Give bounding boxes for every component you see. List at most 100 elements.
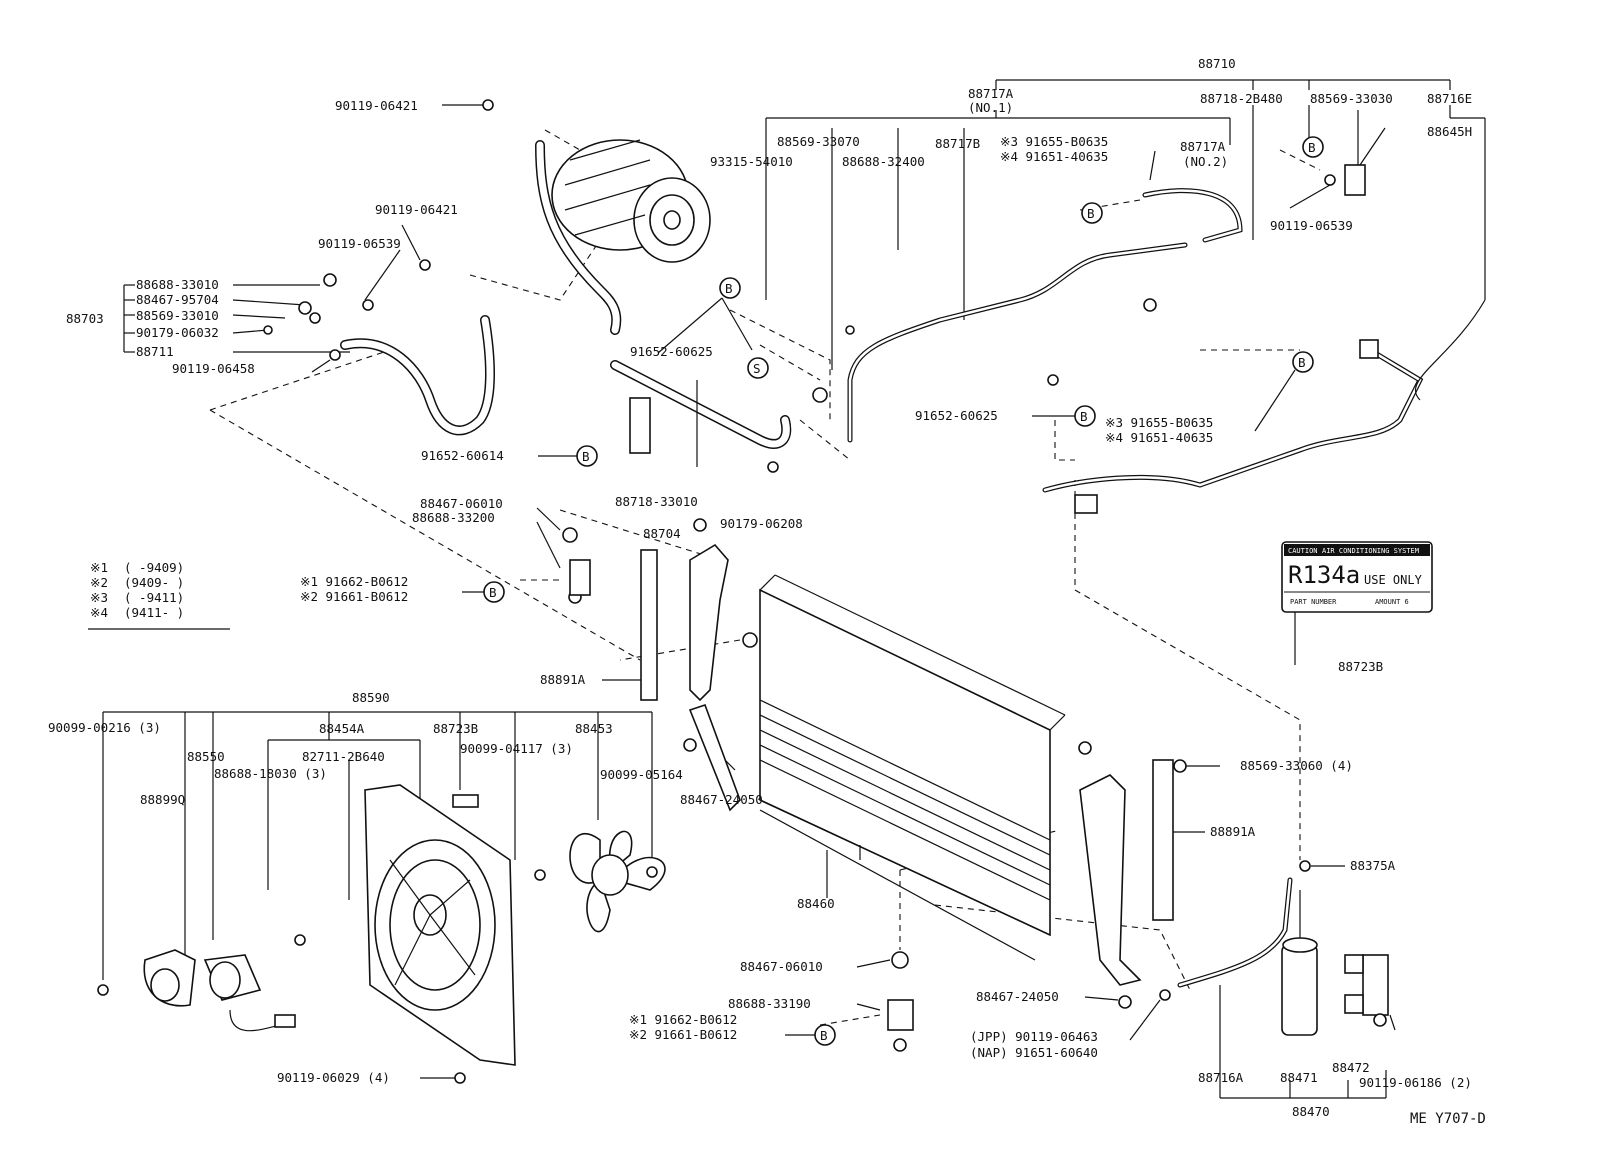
part-label: 88718-33010 <box>615 494 698 509</box>
part-label: 88718-2B480 <box>1200 91 1283 106</box>
compressor <box>551 139 711 263</box>
part-label: 88688-33200 <box>412 510 495 525</box>
part-label: 90119-06029 (4) <box>277 1070 390 1085</box>
leader-lines <box>311 104 1386 1079</box>
part-label: 88460 <box>797 896 835 911</box>
legend-range: ( -9411) <box>124 590 184 605</box>
part-label: 90119-06458 <box>172 361 255 376</box>
fan-assembly <box>143 784 666 1066</box>
svg-text:B: B <box>582 449 590 464</box>
part-label: 88471 <box>1280 1070 1318 1085</box>
part-label: 88717A <box>1180 139 1226 154</box>
part-label: 93315-54010 <box>710 154 793 169</box>
part-label: 88717B <box>935 136 980 151</box>
part-label: 90099-05164 <box>600 767 683 782</box>
part-label: 88899Q <box>140 792 185 807</box>
part-label: 88472 <box>1332 1060 1370 1075</box>
callout-b: B <box>719 277 741 299</box>
svg-text:B: B <box>1308 140 1316 155</box>
part-label: (NO.1) <box>968 100 1013 115</box>
part-label: 88467-24050 <box>976 989 1059 1004</box>
part-labels: 88710 88717A (NO.1) 88718-2B480 88569-33… <box>48 56 1486 1127</box>
part-label: 88710 <box>1198 56 1236 71</box>
diagram-id: ME Y707-D <box>1410 1111 1486 1127</box>
refrigerant-decal: CAUTION AIR CONDITIONING SYSTEM R134a US… <box>1281 541 1433 613</box>
fittings <box>97 99 1387 1084</box>
svg-text:USE ONLY: USE ONLY <box>1364 573 1423 587</box>
part-label: 88688-33190 <box>728 996 811 1011</box>
part-label: 88723B <box>1338 659 1383 674</box>
callout-b: B <box>1302 136 1324 158</box>
part-label: 88467-06010 <box>740 959 823 974</box>
svg-text:R134a: R134a <box>1288 561 1360 589</box>
part-label: 88569-33060 (4) <box>1240 758 1353 773</box>
svg-text:B: B <box>725 281 733 296</box>
part-label: 88375A <box>1350 858 1396 873</box>
receiver-dryer <box>1281 890 1396 1036</box>
part-label: 88467-95704 <box>136 292 219 307</box>
part-label: 82711-2B640 <box>302 749 385 764</box>
legend-mark: ※4 <box>90 605 108 620</box>
part-label: (NAP) 91651-60640 <box>970 1045 1098 1060</box>
part-label: ※4 91651-40635 <box>1000 149 1108 164</box>
part-label: 88723B <box>433 721 478 736</box>
part-label: 88717A <box>968 86 1014 101</box>
legend-range: ( -9409) <box>124 560 184 575</box>
bracket-88470 <box>1219 985 1387 1099</box>
callout-b: B <box>483 581 505 603</box>
callout-b: B <box>1081 202 1103 224</box>
part-label: 88467-06010 <box>420 496 503 511</box>
part-label: ※1 91662-B0612 <box>629 1012 737 1027</box>
bracket-88710 <box>765 79 1486 370</box>
legend-mark: ※2 <box>90 575 108 590</box>
part-label: 88590 <box>352 690 390 705</box>
part-label: 88688-33010 <box>136 277 219 292</box>
part-label: 90099-04117 (3) <box>460 741 573 756</box>
part-label: 88453 <box>575 721 613 736</box>
callout-b: B <box>1074 405 1096 427</box>
svg-text:PART NUMBER: PART NUMBER <box>1290 598 1337 606</box>
svg-text:B: B <box>1080 409 1088 424</box>
part-label: 88569-33010 <box>136 308 219 323</box>
part-label: ※2 91661-B0612 <box>300 589 408 604</box>
part-label: 88467-24050 <box>680 792 763 807</box>
supports <box>640 543 1174 986</box>
part-label: 90099-00216 (3) <box>48 720 161 735</box>
part-label: 88891A <box>540 672 586 687</box>
svg-text:B: B <box>820 1028 828 1043</box>
part-label: ※3 91655-B0635 <box>1000 134 1108 149</box>
part-label: 88891A <box>1210 824 1256 839</box>
part-label: 88688-18030 (3) <box>214 766 327 781</box>
part-label: 88711 <box>136 344 174 359</box>
svg-text:CAUTION: CAUTION <box>1288 547 1318 555</box>
callout-b: B <box>576 445 598 467</box>
legend-range: (9409- ) <box>124 575 184 590</box>
callout-s: S <box>747 357 769 379</box>
date-legend: ※1 ( -9409) ※2 (9409- ) ※3 ( -9411) ※4 (… <box>88 560 230 630</box>
part-label: 88569-33070 <box>777 134 860 149</box>
part-label: (NO.2) <box>1183 154 1228 169</box>
svg-text:B: B <box>1087 206 1095 221</box>
part-label: 88688-32400 <box>842 154 925 169</box>
part-label: (JPP) 90119-06463 <box>970 1029 1098 1044</box>
part-label: ※4 91651-40635 <box>1105 430 1213 445</box>
part-label: 90179-06032 <box>136 325 219 340</box>
legend-range: (9411- ) <box>124 605 184 620</box>
part-label: ※3 91655-B0635 <box>1105 415 1213 430</box>
part-label: 88645H <box>1427 124 1472 139</box>
part-label: 90119-06539 <box>318 236 401 251</box>
callout-b: B <box>814 1024 836 1046</box>
part-label: 88703 <box>66 311 104 326</box>
part-label: 90179-06208 <box>720 516 803 531</box>
part-label: 88716E <box>1427 91 1472 106</box>
part-label: 91652-60614 <box>421 448 504 463</box>
part-label: 88454A <box>319 721 365 736</box>
part-label: 88704 <box>643 526 681 541</box>
svg-text:AMOUNT 6: AMOUNT 6 <box>1375 598 1409 606</box>
legend-mark: ※3 <box>90 590 108 605</box>
part-label: 88569-33030 <box>1310 91 1393 106</box>
part-label: 90119-06421 <box>375 202 458 217</box>
part-label: 91652-60625 <box>630 344 713 359</box>
svg-text:S: S <box>753 361 761 376</box>
